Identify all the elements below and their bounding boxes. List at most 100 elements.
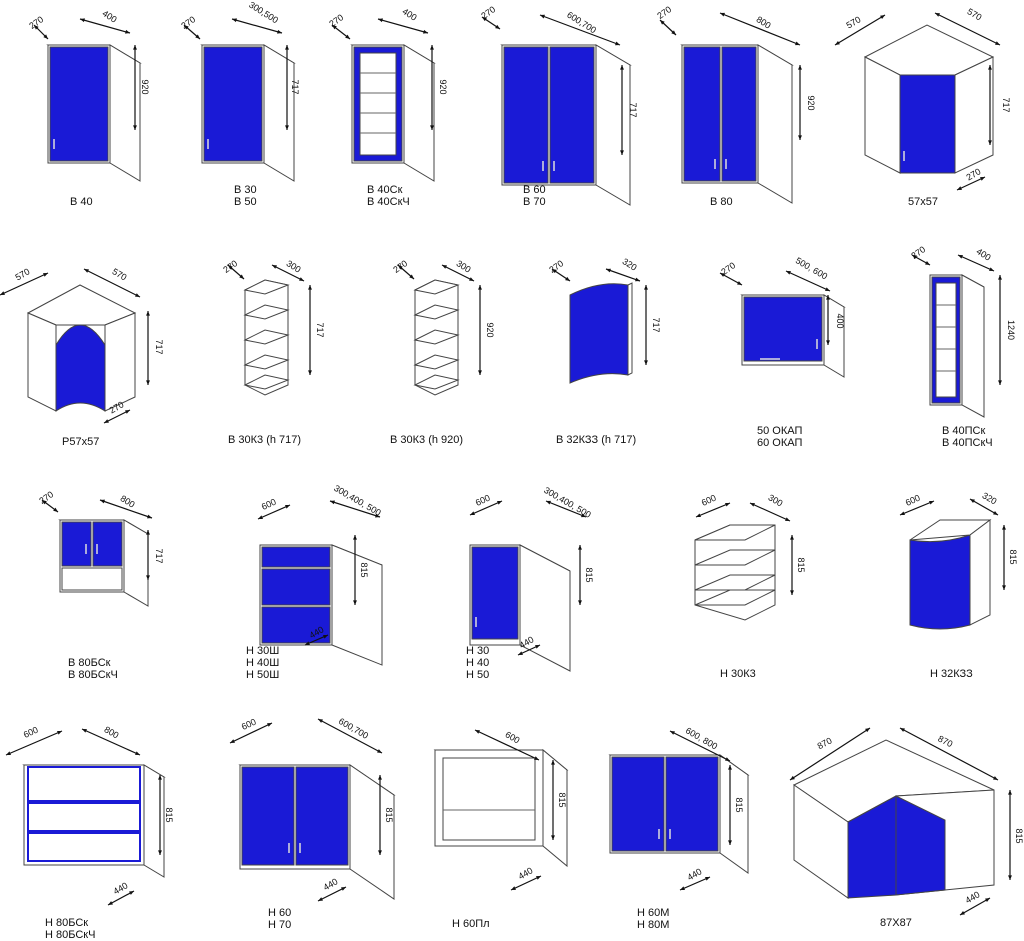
cabinet-side bbox=[719, 754, 749, 874]
dimension-label: 300,400, 500 bbox=[332, 483, 383, 518]
cabinet-label-b40: В 40 bbox=[70, 196, 93, 208]
dimension-line-arrowhead bbox=[970, 499, 975, 503]
dimension-line-arrowhead bbox=[43, 273, 48, 277]
cabinet-label-c57: 57х57 bbox=[908, 196, 938, 208]
dimension-line-arrowhead bbox=[551, 835, 555, 840]
model-code: Н 30Ш bbox=[246, 645, 280, 657]
glass-flap bbox=[61, 567, 123, 591]
cabinet-door bbox=[203, 46, 263, 162]
model-code: 87Х87 bbox=[880, 917, 912, 929]
dimension-label: 440 bbox=[111, 880, 129, 896]
dimension-label: 270 bbox=[27, 14, 45, 31]
dimension-line-arrowhead bbox=[998, 275, 1002, 280]
dimension-line-arrowhead bbox=[277, 29, 282, 34]
corner-door-right bbox=[895, 795, 946, 896]
dimension-line bbox=[79, 18, 131, 34]
dimension-label: 717 bbox=[315, 322, 325, 337]
dimension-line-arrowhead bbox=[795, 41, 800, 46]
dimension-line-arrowhead bbox=[6, 751, 11, 755]
dimension-line-arrowhead bbox=[790, 590, 794, 595]
glass-panel bbox=[359, 52, 397, 156]
open-shelf bbox=[694, 549, 776, 566]
dimension-line bbox=[271, 264, 305, 282]
cabinet-label-c87: 87Х87 bbox=[880, 917, 912, 929]
drawer-front bbox=[261, 568, 331, 606]
open-shelf bbox=[243, 304, 290, 320]
dimension-line-arrowhead bbox=[308, 285, 312, 290]
cabinet-label-b30k3: В 30К3 (h 717) bbox=[228, 434, 301, 446]
dimension-label: 570 bbox=[965, 6, 983, 22]
dimension-line-arrowhead bbox=[826, 340, 830, 345]
dimension-line-arrowhead bbox=[540, 14, 545, 19]
dimension-label: 400 bbox=[835, 313, 845, 328]
dimension-line-arrowhead bbox=[750, 503, 755, 507]
dimension-line-arrowhead bbox=[620, 150, 624, 155]
open-cavity bbox=[442, 757, 536, 841]
cabinet-door bbox=[549, 46, 595, 184]
dimension-line bbox=[99, 499, 153, 519]
cabinet-door bbox=[611, 756, 665, 852]
dimension-label: 570 bbox=[13, 266, 31, 282]
dimension-line bbox=[229, 722, 273, 744]
dimension-line-arrowhead bbox=[318, 897, 323, 901]
dimension-line-arrowhead bbox=[988, 140, 992, 145]
dimension-label: 815 bbox=[359, 562, 369, 577]
dimension-label: 270 bbox=[655, 4, 673, 21]
dimension-line-arrowhead bbox=[195, 34, 200, 39]
open-shelf bbox=[413, 374, 460, 390]
dimension-line bbox=[474, 729, 540, 761]
model-code: В 40 bbox=[70, 196, 93, 208]
dimension-line-arrowhead bbox=[518, 651, 523, 655]
dimension-line-arrowhead bbox=[1002, 585, 1006, 590]
dimension-line-arrowhead bbox=[104, 419, 109, 423]
dimension-label: 920 bbox=[806, 95, 816, 110]
dimension-line-arrowhead bbox=[985, 898, 990, 902]
dimension-line-arrowhead bbox=[318, 719, 323, 723]
model-code: Н 32КЗЗ bbox=[930, 668, 973, 680]
dimension-line-arrowhead bbox=[135, 293, 140, 297]
dimension-label: 600, 800 bbox=[684, 725, 719, 751]
radial-door bbox=[55, 324, 106, 412]
dimension-label: 800 bbox=[102, 724, 120, 740]
dimension-label: 440 bbox=[685, 866, 703, 882]
dimension-label: 600 bbox=[22, 725, 40, 740]
dimension-label: 300 bbox=[766, 492, 784, 508]
dimension-line-arrowhead bbox=[988, 65, 992, 70]
dimension-line-arrowhead bbox=[660, 20, 665, 25]
dimension-line-arrowhead bbox=[482, 17, 487, 22]
model-code: Н 60 bbox=[268, 907, 292, 919]
dimension-line bbox=[5, 730, 63, 756]
dimension-label: 600 bbox=[474, 493, 492, 508]
model-code: 57х57 bbox=[908, 196, 938, 208]
model-code: В 30К3 (h 920) bbox=[390, 434, 464, 446]
cabinet-label-h30k3: Н 30К3 bbox=[720, 668, 756, 680]
dimension-line-arrowhead bbox=[960, 911, 965, 915]
dimension-line-arrowhead bbox=[353, 600, 357, 605]
model-code: Н 60М bbox=[637, 907, 670, 919]
dimension-label: 600 bbox=[260, 497, 278, 512]
open-shelf bbox=[243, 354, 290, 370]
dimension-line-arrowhead bbox=[285, 505, 290, 509]
dimension-line bbox=[605, 268, 641, 282]
dimension-line-arrowhead bbox=[615, 41, 620, 46]
dimension-line-arrowhead bbox=[100, 499, 105, 504]
dimension-line bbox=[539, 14, 621, 46]
dimension-label: 270 bbox=[327, 12, 345, 29]
model-code: В 50 bbox=[234, 196, 257, 208]
